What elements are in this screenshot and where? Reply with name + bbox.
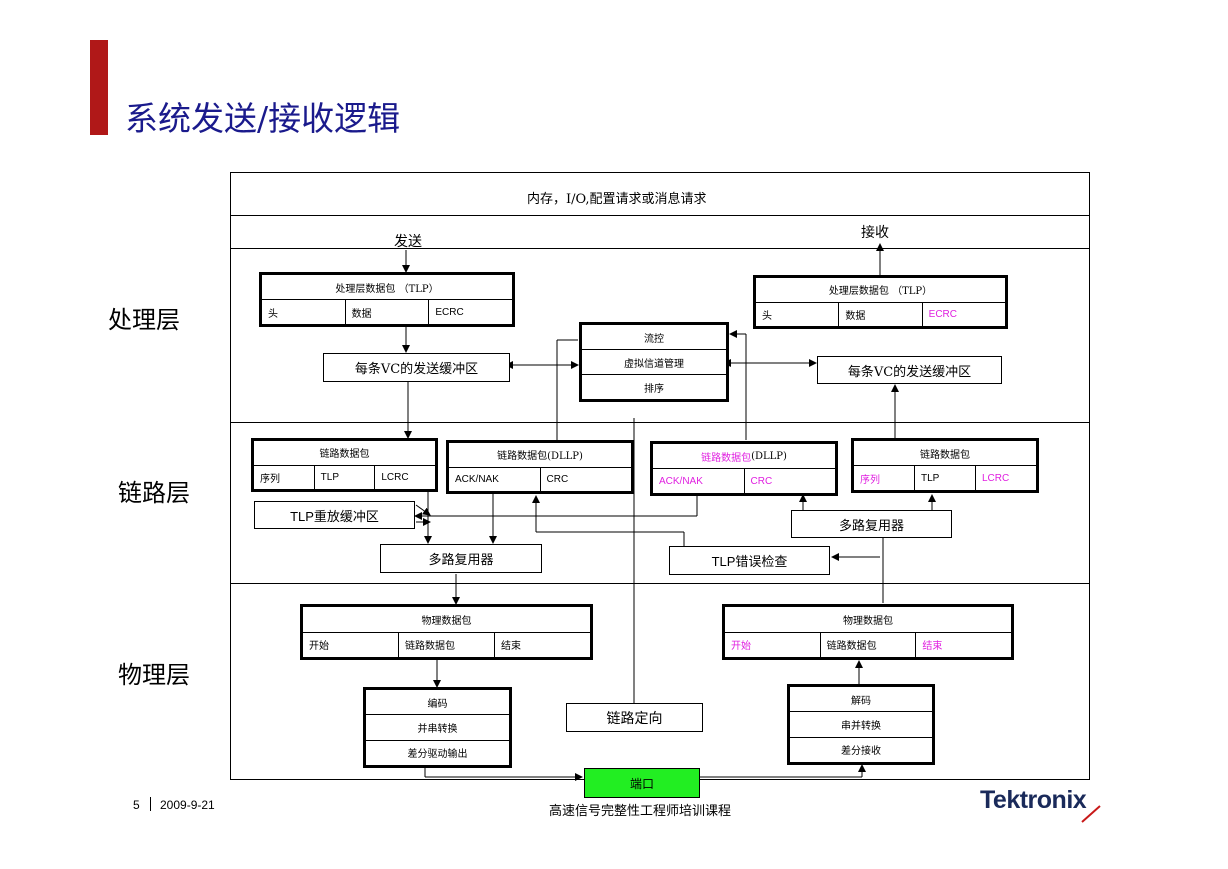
serializer-label: 并串转换 [366, 715, 509, 741]
layer-label-link: 链路层 [118, 479, 190, 507]
diff-driver-label: 差分驱动输出 [407, 749, 468, 761]
tx-link-cell-lcrc: LCRC [381, 471, 409, 483]
rx-phy-cell-end: 结束 [922, 641, 943, 653]
rx-link-cell-seq: 序列 [854, 466, 915, 490]
tx-phy-cell-link: 链路数据包 [399, 632, 495, 657]
flow-control-block: 流控 虚拟信道管理 排序 [579, 322, 729, 402]
tx-link-header: 链路数据包 [254, 441, 435, 466]
port-box: 端口 [584, 768, 700, 798]
rx-dllp-header-a: 链路数据包 [701, 452, 752, 464]
rx-phy-header: 物理数据包 [725, 607, 1011, 633]
rx-phy-cell-link: 链路数据包 [821, 632, 917, 657]
footer-page-number: 5 [133, 798, 140, 812]
tx-tlp-packet: 处理层数据包 （TLP） 头 数据 ECRC [259, 272, 515, 327]
tx-dllp-cell-acknak: ACK/NAK [449, 467, 541, 491]
tx-tlp-cell-data: 数据 [346, 300, 430, 324]
rx-link-cell-lcrc: LCRC [982, 472, 1010, 484]
rx-multiplexer: 多路复用器 [791, 510, 952, 538]
tlp-replay-buffer: TLP重放缓冲区 [254, 501, 415, 529]
tx-tlp-cell-ecrc: ECRC [435, 306, 464, 318]
rx-dllp-header: 链路数据包 (DLLP) [653, 444, 835, 469]
rx-physical-stack: 解码 串并转换 差分接收 [787, 684, 935, 765]
rx-tlp-header: 处理层数据包 （TLP） [756, 278, 1005, 303]
rx-dllp-header-b: (DLLP) [751, 450, 787, 462]
rx-vc-buffer: 每条VC的发送缓冲区 [817, 356, 1002, 384]
tx-tlp-cell-header: 头 [262, 300, 346, 324]
tx-dllp-packet: 链路数据包(DLLP) ACK/NAK CRC [446, 440, 634, 494]
tx-dllp-header: 链路数据包(DLLP) [449, 443, 631, 468]
flow-control-label: 流控 [582, 325, 726, 350]
rx-tlp-cell-data: 数据 [839, 302, 923, 326]
link-training: 链路定向 [566, 703, 703, 732]
tx-link-cell-tlp: TLP [315, 465, 376, 489]
rx-tlp-cell-header: 头 [756, 302, 840, 326]
rx-dllp-cell-crc: CRC [750, 475, 773, 487]
rx-link-packet: 链路数据包 序列 TLP LCRC [851, 438, 1039, 493]
tx-phy-header: 物理数据包 [303, 607, 590, 633]
rx-tlp-packet: 处理层数据包 （TLP） 头 数据 ECRC [753, 275, 1008, 329]
virtual-channel-mgmt-label: 虚拟信道管理 [582, 350, 726, 375]
footer-course: 高速信号完整性工程师培训课程 [549, 804, 732, 819]
deserializer-label: 串并转换 [790, 712, 932, 738]
receive-label: 接收 [861, 225, 889, 241]
tx-link-packet: 链路数据包 序列 TLP LCRC [251, 438, 438, 492]
tx-link-cell-seq: 序列 [254, 465, 315, 489]
tx-vc-buffer: 每条VC的发送缓冲区 [323, 353, 510, 382]
ordering-label: 排序 [644, 383, 664, 395]
rx-tlp-cell-ecrc: ECRC [928, 308, 957, 320]
send-label: 发送 [394, 234, 422, 250]
rx-phy-cell-start: 开始 [725, 632, 821, 657]
tx-physical-packet: 物理数据包 开始 链路数据包 结束 [300, 604, 593, 660]
diff-receiver-label: 差分接收 [841, 746, 881, 758]
accent-bar [90, 40, 108, 135]
tx-multiplexer: 多路复用器 [380, 544, 542, 573]
rx-link-header: 链路数据包 [854, 441, 1036, 466]
layer-label-transaction: 处理层 [108, 306, 180, 334]
layer-label-physical: 物理层 [118, 661, 190, 689]
tx-phy-cell-end: 结束 [501, 641, 521, 653]
tx-dllp-cell-crc: CRC [546, 473, 569, 485]
rx-dllp-packet: 链路数据包 (DLLP) ACK/NAK CRC [650, 441, 838, 496]
decode-label: 解码 [790, 687, 932, 713]
request-types-label: 内存，I/O,配置请求或消息请求 [527, 192, 707, 207]
rx-dllp-cell-acknak: ACK/NAK [653, 469, 745, 493]
rx-physical-packet: 物理数据包 开始 链路数据包 结束 [722, 604, 1014, 660]
tlp-error-check: TLP错误检查 [669, 546, 830, 575]
tx-tlp-header: 处理层数据包 （TLP） [262, 275, 512, 300]
tx-physical-stack: 编码 并串转换 差分驱动输出 [363, 687, 512, 768]
tektronix-logo: Tektronix [980, 786, 1087, 814]
footer-date: 2009-9-21 [160, 798, 215, 812]
rx-link-cell-tlp: TLP [915, 466, 976, 490]
page-title: 系统发送/接收逻辑 [125, 99, 401, 138]
encode-label: 编码 [366, 690, 509, 716]
footer-divider [150, 797, 151, 811]
tx-phy-cell-start: 开始 [303, 632, 399, 657]
